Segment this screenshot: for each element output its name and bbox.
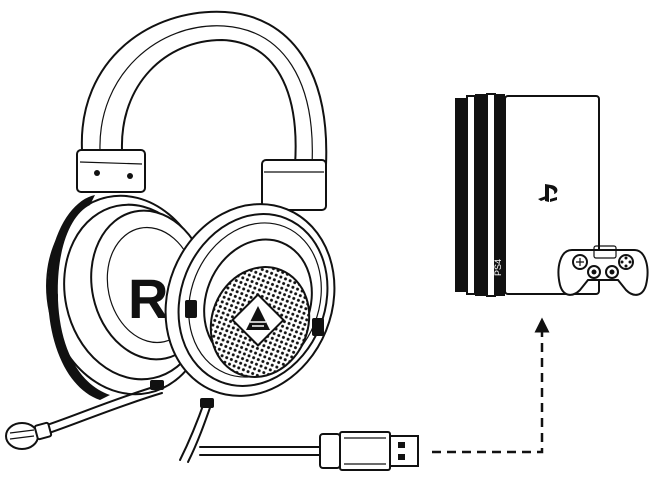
usb-cable (199, 431, 419, 471)
gamepad-icon (557, 245, 649, 296)
usb-plug-icon (319, 431, 419, 471)
playstation-logo-icon (538, 184, 558, 202)
right-slider (261, 159, 327, 211)
connection-arrow (432, 317, 550, 454)
right-earcup (150, 203, 336, 408)
boom-mic-icon (5, 384, 163, 450)
headband (80, 10, 328, 166)
console-side-text: PS4 (493, 259, 503, 276)
ps4-pro-console-icon: PS4 (455, 93, 600, 297)
headset-icon: R (5, 10, 336, 463)
side-letter-r: R (128, 267, 168, 330)
triangle-logo-icon (231, 293, 285, 347)
left-slider (76, 149, 146, 193)
headset-cable (179, 399, 206, 461)
